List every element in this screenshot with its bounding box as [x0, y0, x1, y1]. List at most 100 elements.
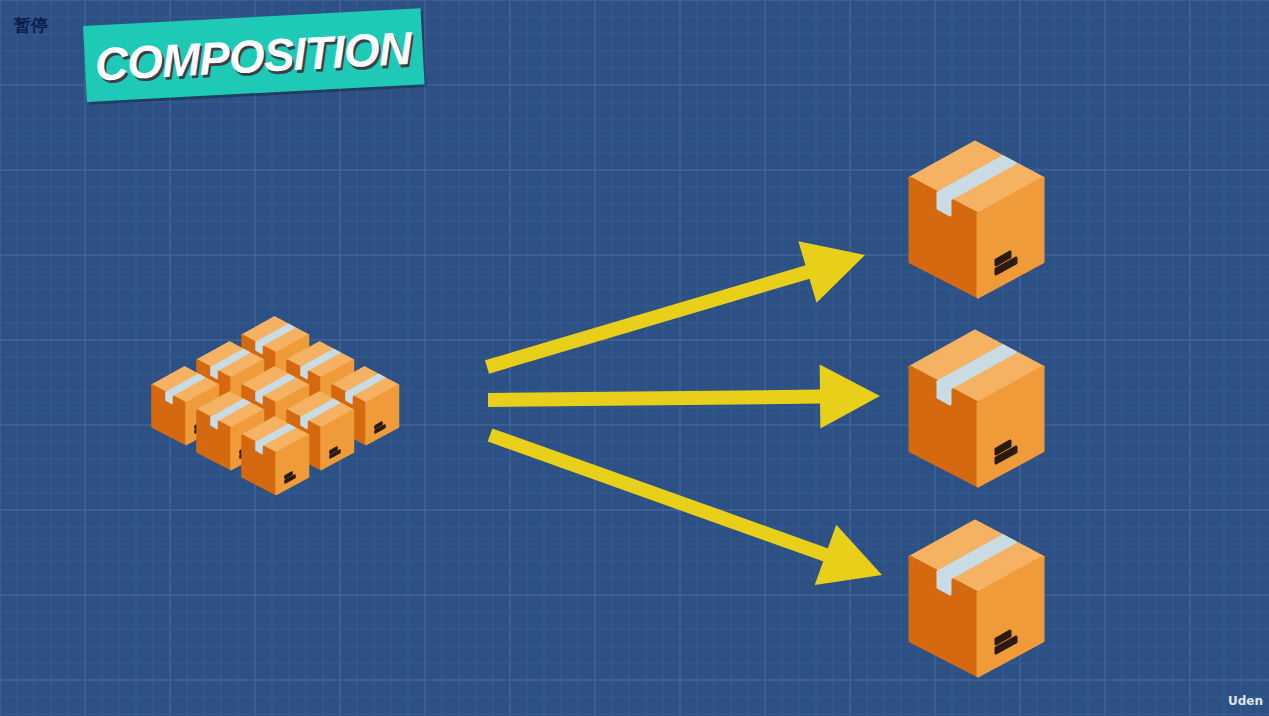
box-face: [375, 425, 385, 433]
grid-line: [0, 306, 1269, 307]
grid-line: [0, 221, 1269, 222]
grid-line: [1122, 0, 1123, 716]
grid-line: [1258, 0, 1259, 716]
grid-line: [544, 0, 545, 716]
grid-line: [51, 0, 52, 716]
grid-line: [153, 0, 154, 716]
box-face: [910, 557, 978, 676]
box-face: [256, 442, 262, 453]
grid-line: [884, 0, 885, 716]
grid-line: [425, 0, 426, 716]
grid-line: [0, 340, 1269, 341]
box-face: [938, 346, 1015, 389]
grid-line: [0, 170, 1269, 171]
box-face: [211, 417, 217, 428]
box-face: [978, 367, 1043, 486]
arrows: [487, 241, 882, 585]
title: COMPOSITION: [83, 8, 425, 102]
grid-line: [646, 0, 647, 716]
grid-line: [0, 544, 1269, 545]
grid-line: [1241, 0, 1242, 716]
box-face: [256, 374, 295, 395]
box-face: [938, 157, 1015, 200]
box-face: [938, 193, 950, 215]
box-face: [330, 450, 340, 458]
grid-line: [748, 0, 749, 716]
box-face: [346, 374, 385, 395]
grid-line: [442, 0, 443, 716]
grid-line: [0, 17, 1269, 18]
box-face: [910, 178, 978, 297]
pause-label: 暂停: [14, 14, 48, 37]
box-face: [301, 399, 340, 420]
grid-line: [17, 0, 18, 716]
grid-line: [799, 0, 800, 716]
box-face: [256, 424, 295, 445]
grid-line: [0, 187, 1269, 188]
grid-line: [578, 0, 579, 716]
grid-line: [0, 680, 1269, 681]
grid-line: [0, 612, 1269, 613]
grid-line: [1224, 0, 1225, 716]
arrow-head: [815, 525, 882, 585]
box-face: [910, 367, 978, 486]
grid-line: [0, 476, 1269, 477]
grid-line: [0, 663, 1269, 664]
grid-line: [0, 204, 1269, 205]
grid-line: [391, 0, 392, 716]
arrow-shaft: [490, 435, 827, 555]
grid-line: [0, 119, 1269, 120]
cardboard-box: [910, 142, 1043, 297]
grid-line: [0, 238, 1269, 239]
grid-line: [782, 0, 783, 716]
box-face: [211, 399, 250, 420]
arrow-head: [798, 241, 865, 302]
box-face: [366, 385, 399, 445]
box-face: [301, 417, 307, 428]
grid-line: [0, 357, 1269, 358]
box-face: [256, 342, 262, 353]
box-face: [938, 382, 950, 404]
box-face: [346, 392, 352, 403]
box-face: [996, 637, 1016, 653]
grid-line: [0, 136, 1269, 137]
grid-line: [1207, 0, 1208, 716]
grid-line: [119, 0, 120, 716]
grid-line: [901, 0, 902, 716]
box-face: [276, 435, 309, 495]
grid-line: [34, 0, 35, 716]
grid-line: [867, 0, 868, 716]
box-face: [197, 410, 231, 470]
grid-line: [0, 255, 1269, 256]
grid-line: [68, 0, 69, 716]
grid-line: [816, 0, 817, 716]
grid-line: [374, 0, 375, 716]
grid-line: [731, 0, 732, 716]
box-face: [978, 178, 1043, 297]
grid-line: [136, 0, 137, 716]
box-face: [285, 475, 295, 483]
cardboard-box: [910, 331, 1043, 486]
arrow-shaft: [487, 271, 809, 367]
grid-line: [1139, 0, 1140, 716]
grid-line: [357, 0, 358, 716]
grid-line: [765, 0, 766, 716]
grid-line: [561, 0, 562, 716]
grid-line: [0, 289, 1269, 290]
box-face: [996, 447, 1016, 463]
grid-line: [0, 595, 1269, 596]
grid-line: [714, 0, 715, 716]
arrow-head: [820, 365, 880, 429]
grid-line: [476, 0, 477, 716]
grid-line: [0, 714, 1269, 715]
box-face: [256, 324, 295, 345]
grid-line: [0, 0, 1, 716]
grid-line: [0, 153, 1269, 154]
grid-line: [1173, 0, 1174, 716]
grid-line: [85, 0, 86, 716]
box-face: [211, 367, 217, 378]
box-face: [938, 536, 1015, 579]
grid-line: [0, 272, 1269, 273]
